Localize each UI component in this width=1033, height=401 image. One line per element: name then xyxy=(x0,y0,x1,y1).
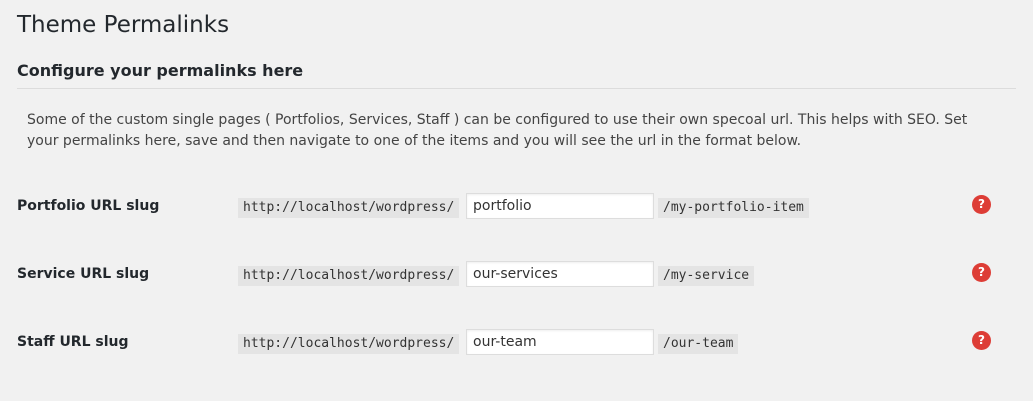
question-mark-icon[interactable]: ? xyxy=(972,195,991,214)
portfolio-url-suffix: /my-portfolio-item xyxy=(658,198,809,218)
service-url-suffix: /my-service xyxy=(658,266,755,286)
service-slug-label: Service URL slug xyxy=(17,266,150,282)
portfolio-slug-input[interactable] xyxy=(466,193,654,219)
description-text: Some of the custom single pages ( Portfo… xyxy=(27,112,968,149)
service-url-prefix: http://localhost/wordpress/ xyxy=(238,266,460,286)
section-heading: Configure your permalinks here xyxy=(17,61,304,80)
staff-slug-row: Staff URL slug http://localhost/wordpres… xyxy=(0,329,1033,359)
staff-url-prefix: http://localhost/wordpress/ xyxy=(238,334,460,354)
question-mark-icon[interactable]: ? xyxy=(972,331,991,350)
staff-slug-label: Staff URL slug xyxy=(17,334,129,350)
staff-slug-input[interactable] xyxy=(466,329,654,355)
portfolio-slug-row: Portfolio URL slug http://localhost/word… xyxy=(0,193,1033,223)
portfolio-slug-label: Portfolio URL slug xyxy=(17,198,160,214)
service-slug-row: Service URL slug http://localhost/wordpr… xyxy=(0,261,1033,291)
page-title: Theme Permalinks xyxy=(17,12,230,38)
portfolio-url-prefix: http://localhost/wordpress/ xyxy=(238,198,460,218)
staff-url-suffix: /our-team xyxy=(658,334,739,354)
service-slug-input[interactable] xyxy=(466,261,654,287)
section-divider xyxy=(17,88,1016,89)
question-mark-icon[interactable]: ? xyxy=(972,263,991,282)
